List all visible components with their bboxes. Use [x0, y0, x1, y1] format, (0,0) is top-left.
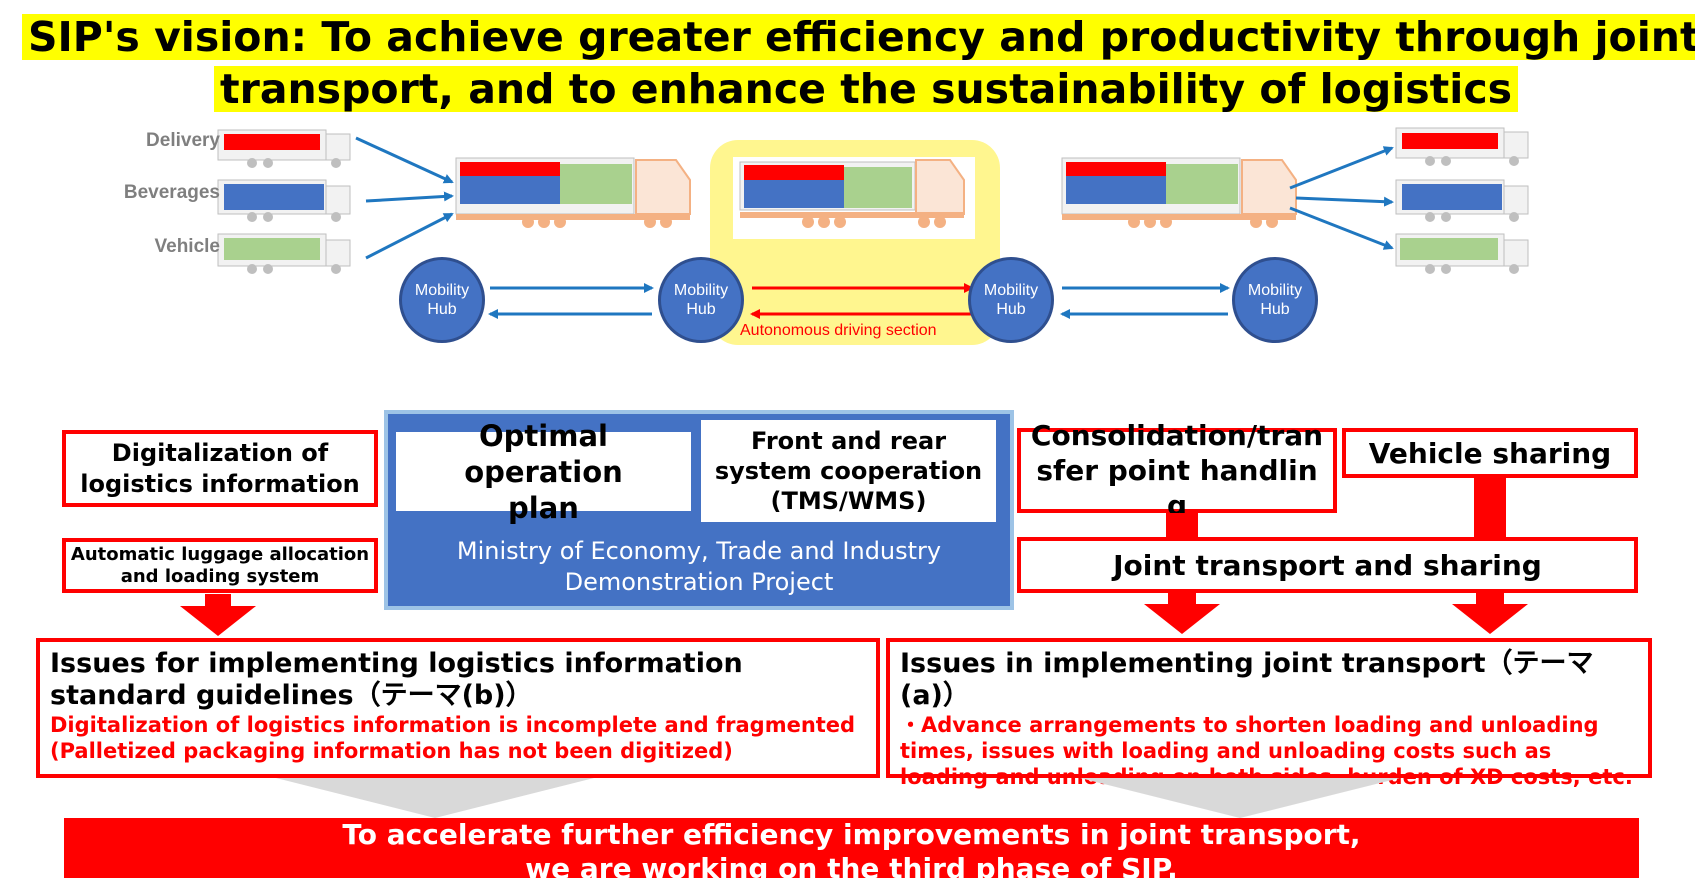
cargo-label-delivery: Delivery: [146, 130, 220, 151]
arrow-beverages-to-truck: [365, 191, 454, 203]
consolidation-box: Consolidation/transfer point handling: [1017, 419, 1337, 522]
banner-line-1: To accelerate further efficiency improve…: [342, 818, 1361, 851]
title-line-2: transport, and to enhance the sustainabi…: [214, 66, 1519, 112]
small-truck-beverages: [217, 179, 351, 222]
front-rear-box: Front and rear system cooperation (TMS/W…: [701, 420, 996, 522]
issue-left-title: Issues for implementing logistics inform…: [50, 648, 743, 711]
title-line-1: SIP's vision: To achieve greater efficie…: [22, 14, 1695, 60]
right-down-arrow-1: [1144, 592, 1220, 634]
arrow-vehicle-to-truck: [365, 212, 454, 260]
cargo-label-beverages: Beverages: [123, 182, 220, 203]
big-truck-1: [455, 157, 691, 228]
arrow-truck-to-delivery: [1289, 146, 1394, 190]
left-down-arrow: [180, 594, 256, 636]
small-truck-delivery: [217, 129, 351, 168]
autonomous-driving-label: Autonomous driving section: [740, 322, 937, 339]
digitalization-box: Digitalization of logistics information: [62, 430, 378, 507]
right-down-arrow-2: [1452, 592, 1528, 634]
vehicle-sharing-connector: [1474, 478, 1506, 540]
issue-box-right: Issues in implementing joint transport（テ…: [886, 638, 1652, 789]
arrow-truck-to-vehicle: [1289, 206, 1394, 250]
optimal-plan-box: Optimal operation plan: [396, 419, 691, 525]
consolidation-connector: [1166, 513, 1198, 540]
vehicle-sharing-box: Vehicle sharing: [1342, 428, 1638, 478]
meti-project-label: Ministry of Economy, Trade and Industry …: [456, 537, 942, 596]
automatic-allocation-box: Automatic luggage allocation and loading…: [62, 538, 378, 593]
arrow-delivery-to-truck: [355, 136, 454, 184]
big-truck-2: [733, 157, 975, 239]
arrow-truck-to-beverages: [1295, 196, 1394, 207]
issue-left-detail-1: Digitalization of logistics information …: [50, 713, 856, 737]
small-truck-right-delivery: [1395, 127, 1529, 166]
issue-right-title: Issues in implementing joint transport（テ…: [900, 648, 1594, 711]
cargo-label-vehicle: Vehicle: [154, 236, 221, 257]
issue-box-left: Issues for implementing logistics inform…: [36, 638, 880, 778]
small-truck-right-beverages: [1395, 179, 1529, 222]
small-truck-right-vehicle: [1395, 233, 1529, 274]
joint-transport-diagram: [217, 127, 1529, 345]
grey-converge-arrows: [276, 778, 1400, 818]
joint-transport-sharing-box: Joint transport and sharing: [1017, 537, 1638, 593]
issue-left-detail-2: (Palletized packaging information has no…: [50, 739, 733, 763]
big-truck-3: [1061, 157, 1297, 228]
bottom-banner: To accelerate further efficiency improve…: [64, 818, 1639, 878]
banner-line-2: we are working on the third phase of SIP…: [525, 852, 1178, 878]
small-truck-vehicle: [217, 233, 351, 274]
